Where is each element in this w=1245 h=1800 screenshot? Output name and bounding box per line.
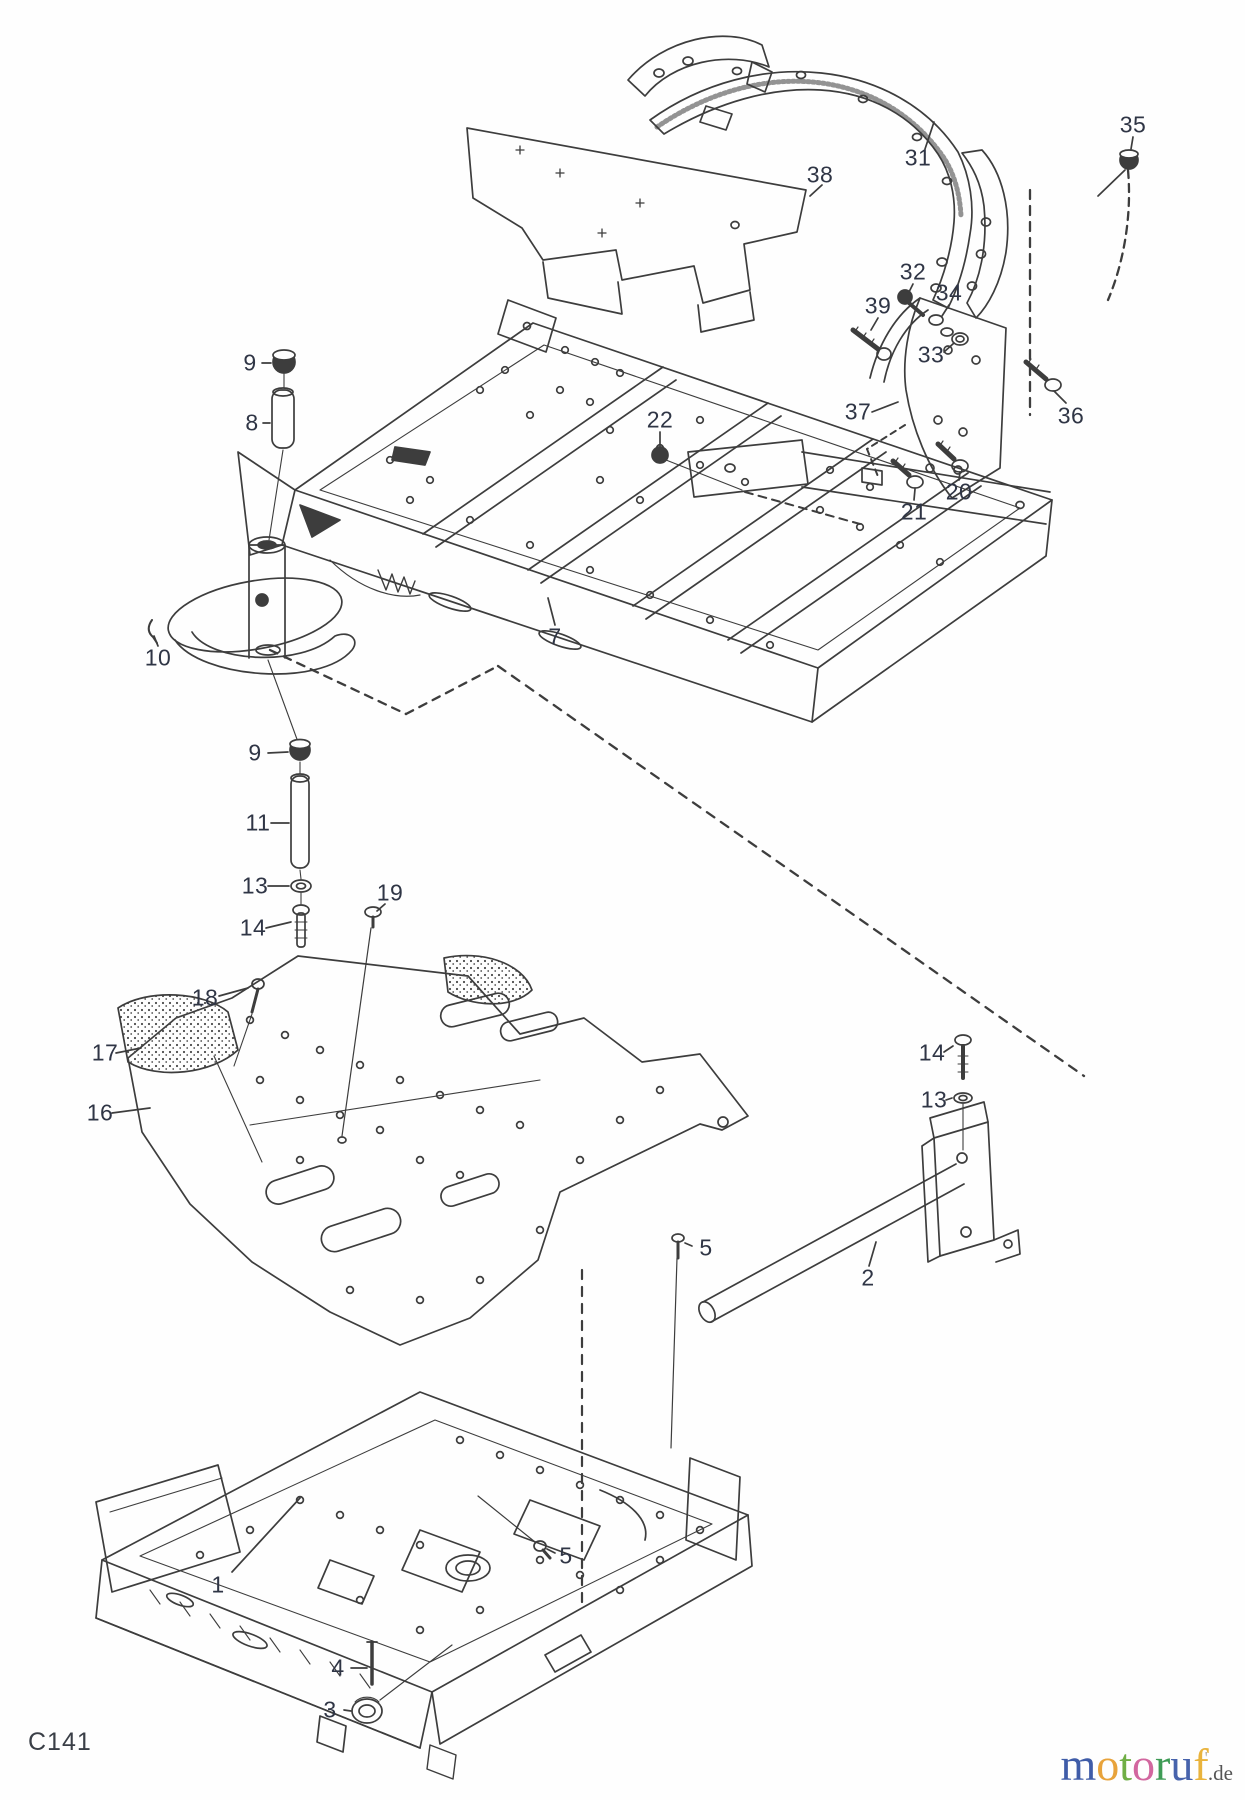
frame-holes	[387, 347, 944, 649]
fastener-cluster	[853, 122, 1066, 500]
cover-plate-38	[467, 128, 822, 332]
pins-and-grommet	[344, 1234, 692, 1723]
logo-letter: u	[1170, 1739, 1194, 1790]
upper-frame-7	[238, 300, 1052, 722]
tie-rod-2	[696, 1035, 1020, 1325]
motoruf-logo: motoruf'.de	[1060, 1742, 1233, 1788]
logo-letter: r	[1155, 1739, 1171, 1790]
swivel-spindle	[149, 537, 355, 742]
plate-holes	[247, 1017, 664, 1304]
logo-apostrophe: '	[1204, 1747, 1208, 1768]
logo-tld: .de	[1207, 1761, 1233, 1785]
pin19-screw18	[219, 904, 385, 1143]
logo-letter: t	[1119, 1739, 1133, 1790]
logo-letter: m	[1060, 1739, 1097, 1790]
assembly-dashed-route	[270, 650, 1084, 1076]
bracket-37	[745, 170, 1129, 524]
logo-letter: f	[1193, 1739, 1209, 1790]
logo-letter: o	[1132, 1739, 1156, 1790]
lower-frame-1	[96, 1392, 752, 1779]
motoruf-logo-letters: motoruf	[1060, 1739, 1208, 1790]
floor-plate-16	[112, 956, 748, 1345]
lower-frame-holes	[197, 1437, 704, 1634]
pad-17	[118, 995, 238, 1073]
page-code: C141	[28, 1728, 92, 1756]
logo-letter: o	[1096, 1739, 1120, 1790]
pivot-stack	[266, 740, 311, 948]
bumper-31	[628, 36, 1138, 318]
nut9-spacer8	[262, 350, 295, 540]
